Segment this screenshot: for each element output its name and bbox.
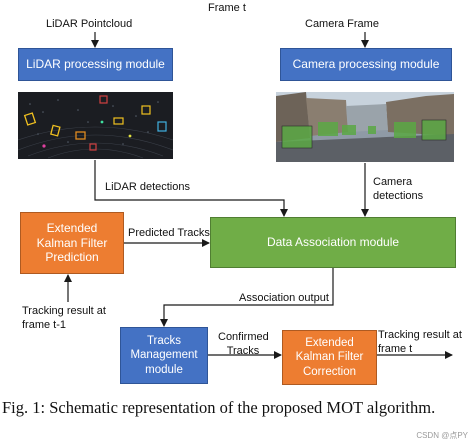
figure-caption: Fig. 1: Schematic representation of the … (2, 398, 436, 417)
lidar-detections-label: LiDAR detections (105, 181, 190, 193)
frame-t-label: Frame t (208, 2, 246, 14)
camera-detections-text: Camera detections (373, 176, 424, 202)
arrow-lidar-detections (94, 160, 288, 217)
arrow-association-output (160, 268, 334, 327)
camera-frame-image (276, 92, 454, 162)
data-association-module: Data Association module (210, 217, 456, 268)
predicted-tracks-label: Predicted Tracks (128, 227, 210, 239)
ekf-correction-module: Extended Kalman Filter Correction (282, 330, 377, 385)
tracking-result-prev-text: Tracking result at frame t-1 (22, 305, 106, 331)
confirmed-tracks-text: Confirmed Tracks (218, 331, 269, 357)
camera-processing-module: Camera processing module (280, 48, 452, 81)
camera-frame-label: Camera Frame (305, 18, 379, 30)
camera-detections-label: Camera detections (373, 176, 453, 204)
ekf-prediction-label: Extended Kalman Filter Prediction (36, 221, 108, 265)
lidar-processing-label: LiDAR processing module (26, 57, 165, 72)
association-output-label: Association output (239, 292, 329, 304)
tracking-result-out-label: Tracking result at frame t (378, 329, 472, 357)
lidar-processing-module: LiDAR processing module (18, 48, 173, 81)
tracking-result-out-text: Tracking result at frame t (378, 329, 462, 355)
tracks-management-label: Tracks Management module (130, 335, 198, 376)
ekf-correction-label: Extended Kalman Filter Correction (295, 337, 364, 378)
confirmed-tracks-label: Confirmed Tracks (218, 331, 269, 359)
lidar-pointcloud-label: LiDAR Pointcloud (46, 18, 133, 30)
ekf-prediction-module: Extended Kalman Filter Prediction (20, 212, 124, 274)
tracking-result-prev-label: Tracking result at frame t-1 (22, 305, 132, 333)
tracks-management-module: Tracks Management module (120, 327, 208, 384)
lidar-pointcloud-image (18, 92, 173, 159)
camera-processing-label: Camera processing module (292, 57, 440, 72)
watermark: CSDN @点PY (416, 431, 468, 440)
data-association-label: Data Association module (266, 235, 400, 250)
